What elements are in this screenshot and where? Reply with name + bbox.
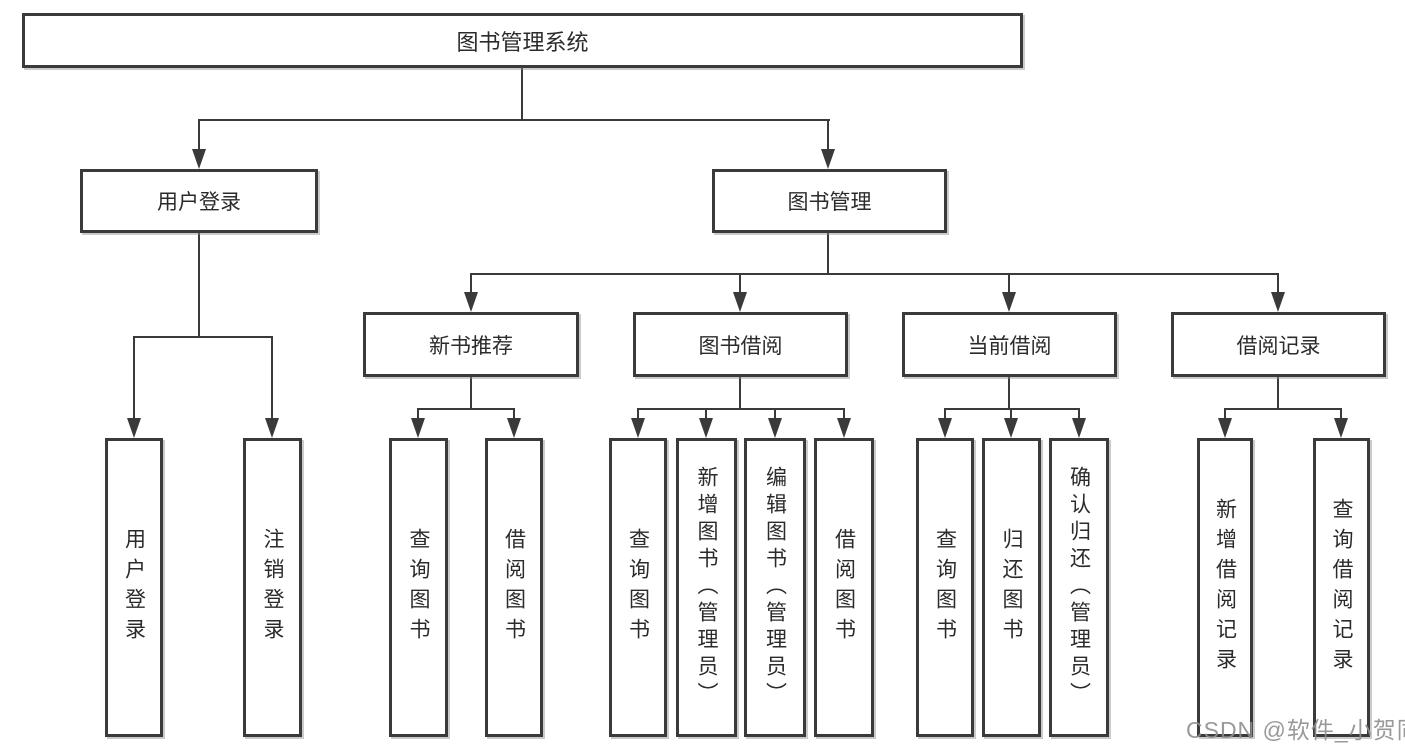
connector-drop-borrow-records (1277, 273, 1279, 292)
node-current-borrow: 当前借阅 (902, 312, 1117, 377)
arrow-down-icon (127, 418, 141, 438)
connector-drop (774, 408, 776, 418)
arrow-down-icon (265, 418, 279, 438)
node-book-borrow: 图书借阅 (633, 312, 848, 377)
connector-drop (705, 408, 707, 418)
connector-drop-leaf-user-login (133, 336, 135, 418)
leaf-return-books: 归还图书 (982, 438, 1041, 737)
arrow-down-icon (821, 149, 835, 169)
leaf-query-borrow-record: 查询借阅记录 (1313, 438, 1370, 737)
leaf-add-books-admin: 新增图书（管理员） (676, 438, 737, 737)
leaf-logout-login: 注销登录 (243, 438, 302, 737)
leaf-query-books-current: 查询图书 (916, 438, 974, 737)
connector-current-borrow-stem (1008, 377, 1010, 408)
connector-book-management-stem (827, 233, 829, 273)
leaf-user-login: 用户登录 (105, 438, 163, 737)
leaf-confirm-return-admin: 确认归还（管理员） (1049, 438, 1109, 737)
leaf-edit-books-admin: 编辑图书（管理员） (744, 438, 806, 737)
connector-book-borrow-stem (739, 377, 741, 408)
connector-drop (1340, 408, 1342, 418)
arrow-down-icon (411, 418, 425, 438)
connector-drop-current-borrow (1008, 273, 1010, 292)
arrow-down-icon (938, 418, 952, 438)
arrow-down-icon (768, 418, 782, 438)
connector-root-bar (198, 119, 830, 121)
connector-drop (944, 408, 946, 418)
arrow-down-icon (699, 418, 713, 438)
arrow-down-icon (1218, 418, 1232, 438)
arrow-down-icon (1271, 292, 1285, 312)
connector-user-login-stem (198, 233, 200, 336)
arrow-down-icon (1072, 418, 1086, 438)
leaf-query-books-borrow: 查询图书 (609, 438, 667, 737)
connector-borrow-records-bar (1225, 408, 1341, 410)
connector-drop (637, 408, 639, 418)
connector-drop (513, 408, 515, 418)
connector-new-book-stem (470, 377, 472, 408)
connector-book-management-bar (471, 273, 1278, 275)
node-root-library-system: 图书管理系统 (22, 13, 1023, 68)
arrow-down-icon (507, 418, 521, 438)
node-user-login: 用户登录 (80, 169, 318, 233)
connector-drop (843, 408, 845, 418)
connector-drop-leaf-logout (271, 336, 273, 418)
connector-drop (1010, 408, 1012, 418)
leaf-borrow-books: 借阅图书 (814, 438, 874, 737)
leaf-borrow-books-recommend: 借阅图书 (485, 438, 543, 737)
connector-drop-book-management (827, 119, 829, 149)
connector-user-login-bar (134, 336, 272, 338)
connector-new-book-bar (418, 408, 514, 410)
connector-root-stem (521, 68, 523, 119)
arrow-down-icon (1002, 292, 1016, 312)
arrow-down-icon (192, 149, 206, 169)
leaf-query-books-recommend: 查询图书 (389, 438, 448, 737)
arrow-down-icon (733, 292, 747, 312)
connector-drop (1078, 408, 1080, 418)
node-borrow-records: 借阅记录 (1171, 312, 1386, 377)
arrow-down-icon (464, 292, 478, 312)
csdn-watermark: CSDN @软件_小贺同学 (1186, 717, 1405, 743)
connector-drop-new-book (470, 273, 472, 292)
connector-drop-user-login (198, 119, 200, 149)
connector-book-borrow-bar (638, 408, 844, 410)
arrow-down-icon (1334, 418, 1348, 438)
connector-current-borrow-bar (945, 408, 1079, 410)
connector-borrow-records-stem (1277, 377, 1279, 408)
node-book-management: 图书管理 (712, 169, 947, 233)
arrow-down-icon (631, 418, 645, 438)
connector-drop-book-borrow (739, 273, 741, 292)
leaf-add-borrow-record: 新增借阅记录 (1197, 438, 1253, 737)
connector-drop (417, 408, 419, 418)
arrow-down-icon (1004, 418, 1018, 438)
node-new-book-recommend: 新书推荐 (363, 312, 579, 377)
arrow-down-icon (837, 418, 851, 438)
connector-drop (1224, 408, 1226, 418)
